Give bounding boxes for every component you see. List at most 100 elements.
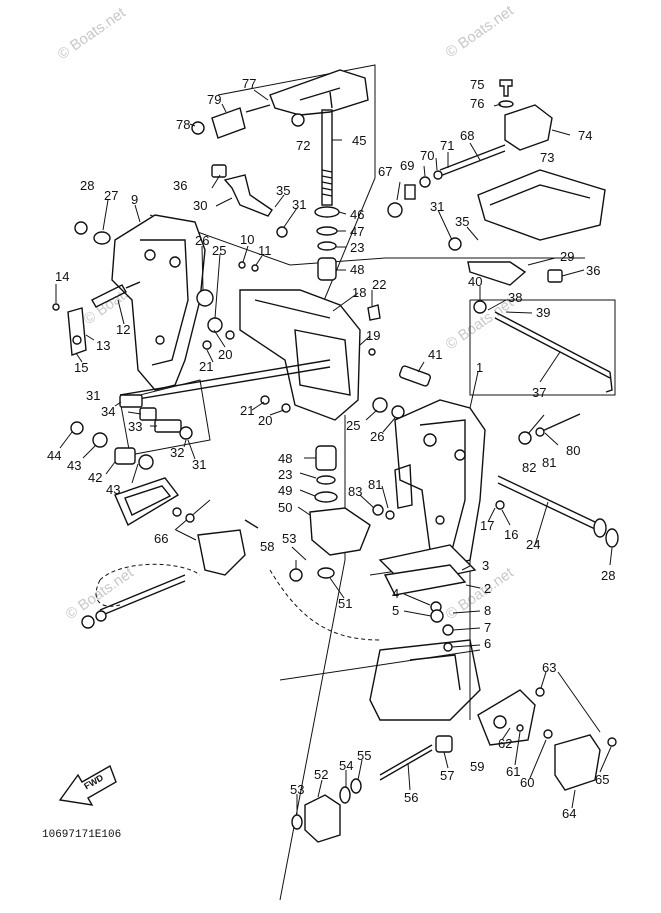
washer — [430, 609, 444, 623]
fwd-marker: FWD — [58, 764, 117, 806]
callout-12: 12 — [116, 322, 130, 337]
friction-plate — [504, 104, 553, 151]
nut — [179, 426, 193, 440]
lever — [467, 261, 527, 286]
collar — [114, 447, 136, 465]
callout-19: 19 — [366, 328, 380, 343]
callout-42: 42 — [88, 470, 102, 485]
link-rod — [223, 174, 273, 217]
nut — [535, 427, 545, 437]
thrust-rod-holder — [67, 307, 87, 356]
washer — [317, 567, 335, 579]
callout-75: 75 — [470, 77, 484, 92]
callout-79: 79 — [207, 92, 221, 107]
washer — [70, 421, 84, 435]
nut — [92, 432, 108, 448]
washer — [518, 431, 532, 445]
callout-16: 16 — [504, 527, 518, 542]
callout-76: 76 — [470, 96, 484, 111]
callout-57: 57 — [440, 768, 454, 783]
callout-81a: 81 — [542, 455, 556, 470]
washer — [442, 624, 454, 636]
clip — [197, 529, 246, 576]
nut — [95, 610, 107, 622]
callout-45: 45 — [352, 133, 366, 148]
callout-46: 46 — [350, 207, 364, 222]
o-ring — [316, 226, 338, 236]
callout-26a: 26 — [195, 233, 209, 248]
callout-47: 47 — [350, 224, 364, 239]
callout-3: 3 — [482, 558, 489, 573]
nut — [593, 518, 607, 538]
callout-36a: 36 — [173, 178, 187, 193]
callout-61: 61 — [506, 764, 520, 779]
callout-6: 6 — [484, 636, 491, 651]
screw — [251, 264, 259, 272]
callout-63: 63 — [542, 660, 556, 675]
callout-67: 67 — [378, 164, 392, 179]
nut — [74, 221, 88, 235]
nut — [138, 454, 154, 470]
callout-41: 41 — [428, 347, 442, 362]
callout-20b: 20 — [258, 413, 272, 428]
callout-20a: 20 — [218, 347, 232, 362]
callout-7: 7 — [484, 620, 491, 635]
lower-middle-group — [289, 445, 477, 652]
callout-38: 38 — [508, 290, 522, 305]
bolt — [499, 79, 513, 97]
nut — [276, 226, 288, 238]
bushing — [119, 394, 143, 408]
callout-58: 58 — [260, 539, 274, 554]
callout-34: 34 — [101, 404, 115, 419]
callout-37: 37 — [532, 385, 546, 400]
callout-54: 54 — [339, 758, 353, 773]
callout-17: 17 — [480, 518, 494, 533]
callout-48a: 48 — [350, 262, 364, 277]
callout-39: 39 — [536, 305, 550, 320]
rubber-stopper — [554, 734, 601, 791]
steering-arm — [269, 69, 369, 116]
washer — [81, 615, 95, 629]
right-clamp-bracket — [394, 399, 619, 566]
callout-36b: 36 — [586, 263, 600, 278]
callout-5: 5 — [392, 603, 399, 618]
washer — [291, 814, 303, 830]
grommet — [211, 164, 227, 178]
callout-32: 32 — [170, 445, 184, 460]
bushing — [207, 317, 223, 333]
nut — [289, 568, 303, 582]
callout-11: 11 — [258, 243, 272, 258]
callout-10: 10 — [240, 232, 254, 247]
callout-35a: 35 — [276, 183, 290, 198]
bushing — [315, 445, 337, 471]
bracket-plate — [211, 107, 246, 139]
callout-30: 30 — [193, 198, 207, 213]
callout-74: 74 — [578, 128, 592, 143]
bolt — [495, 500, 505, 510]
callout-8: 8 — [484, 603, 491, 618]
washer — [498, 100, 514, 108]
cover-plate — [114, 477, 180, 527]
nut — [605, 528, 619, 548]
callout-31d: 31 — [192, 457, 206, 472]
washer — [372, 504, 384, 516]
callout-25b: 25 — [346, 418, 360, 433]
callout-28b: 28 — [601, 568, 615, 583]
clamp-bracket — [111, 214, 206, 391]
callout-59: 59 — [470, 759, 484, 774]
callout-69: 69 — [400, 158, 414, 173]
screw — [225, 330, 235, 340]
callout-62: 62 — [498, 736, 512, 751]
callout-31a: 31 — [292, 197, 306, 212]
callout-53a: 53 — [282, 531, 296, 546]
screw — [443, 642, 453, 652]
o-ring — [317, 241, 337, 251]
callout-81b: 81 — [368, 477, 382, 492]
assembly-guide-lines — [95, 64, 616, 901]
rubber-mount — [304, 794, 341, 843]
drawing-code: 10697171E106 — [42, 829, 121, 841]
callout-56: 56 — [404, 790, 418, 805]
callout-4: 4 — [392, 586, 399, 601]
callout-numbers: 77 79 78 72 45 75 76 74 68 73 71 70 69 6… — [47, 76, 615, 821]
spacer — [383, 564, 467, 596]
